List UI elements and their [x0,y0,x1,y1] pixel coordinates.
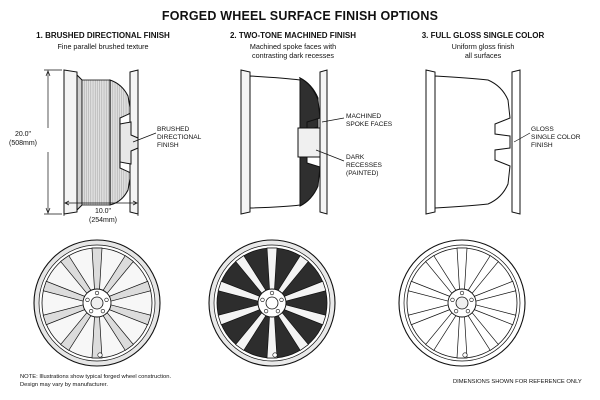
center-bore [265,296,279,310]
option-3-subtitle: Uniform gloss finish all surfaces [451,42,515,60]
callout-gloss-finish: GLOSS SINGLE COLOR FINISH [531,126,581,149]
lug-hole [454,308,459,314]
callout-dark-recesses: DARK RECESSES (PAINTED) [346,154,382,177]
dimension-width: 10.0" (254mm) [88,208,117,224]
brushed-section-drawing [63,69,139,215]
lug-hole [450,297,455,303]
valve-stem [462,352,468,358]
lug-hole [465,308,470,314]
gloss-section-drawing [425,69,521,215]
valve-stem [272,352,278,358]
lug-hole [260,297,265,303]
two-tone-wheel-front-view [208,239,336,367]
lug-hole [469,297,474,303]
lug-hole [104,297,109,303]
brushed-wheel-front-view [33,239,161,367]
lug-hole [264,308,269,314]
callout-machined-spoke-faces: MACHINED SPOKE FACES [346,113,393,128]
option-1-subtitle: Fine parallel brushed texture [57,42,149,51]
option-3-heading: 3. FULL GLOSS SINGLE COLOR [421,31,545,40]
lug-hole [94,290,100,296]
lug-hole [279,297,284,303]
lug-hole [275,308,280,314]
lug-hole [100,308,105,314]
option-1-heading: 1. BRUSHED DIRECTIONAL FINISH [36,31,170,40]
footer-reference: DIMENSIONS SHOWN FOR REFERENCE ONLY [453,379,582,385]
lug-hole [459,290,465,296]
valve-stem [97,352,103,358]
footer-note: NOTE: Illustrations show typical forged … [20,374,172,388]
page-title: FORGED WHEEL SURFACE FINISH OPTIONS [161,9,439,23]
center-bore [455,296,469,310]
lug-hole [89,308,94,314]
lug-hole [85,297,90,303]
option-2-heading: 2. TWO-TONE MACHINED FINISH [229,31,357,40]
two-tone-section-drawing [240,69,328,215]
callout-brushed-finish: BRUSHED DIRECTIONAL FINISH [157,126,202,149]
center-bore [90,296,104,310]
lug-hole [269,290,275,296]
dimension-diameter: 20.0" (508mm) [8,131,37,147]
gloss-wheel-front-view [398,239,526,367]
option-2-subtitle: Machined spoke faces with contrasting da… [249,42,337,60]
